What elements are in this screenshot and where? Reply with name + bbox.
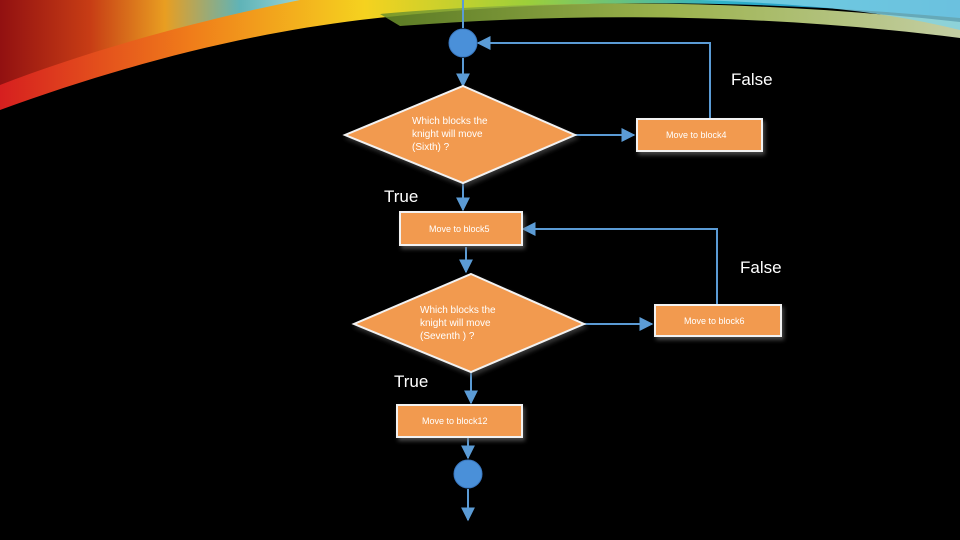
decision1-text: Which blocks the knight will move (Sixth… [412, 116, 488, 153]
branch-label-false-1: False [731, 70, 773, 89]
branch-label-false-2: False [740, 258, 782, 277]
branch-label-true-2: True [394, 372, 429, 391]
process-move-to-block4: Move to block4 [636, 118, 763, 152]
decorative-header-swoosh [0, 0, 960, 110]
process-move-to-block12: Move to block12 [396, 404, 523, 438]
connectors [456, 0, 718, 522]
decision-diamond-seventh [351, 272, 587, 374]
end-connector-node [453, 459, 483, 489]
connector-block4-loop [476, 36, 711, 119]
process-block6-label: Move to block6 [684, 315, 745, 326]
process-block12-label: Move to block12 [422, 416, 488, 426]
decision-diamond-sixth [342, 84, 578, 185]
connector-block6-loop [521, 222, 718, 304]
process-move-to-block5: Move to block5 [399, 211, 523, 246]
process-move-to-block6: Move to block6 [654, 304, 782, 337]
branch-label-true-1: True [384, 187, 419, 206]
start-connector-node [448, 28, 478, 58]
process-block4-label: Move to block4 [666, 130, 727, 140]
process-block5-label: Move to block5 [429, 223, 490, 234]
decision2-text: Which blocks the knight will move (Seven… [420, 305, 496, 342]
